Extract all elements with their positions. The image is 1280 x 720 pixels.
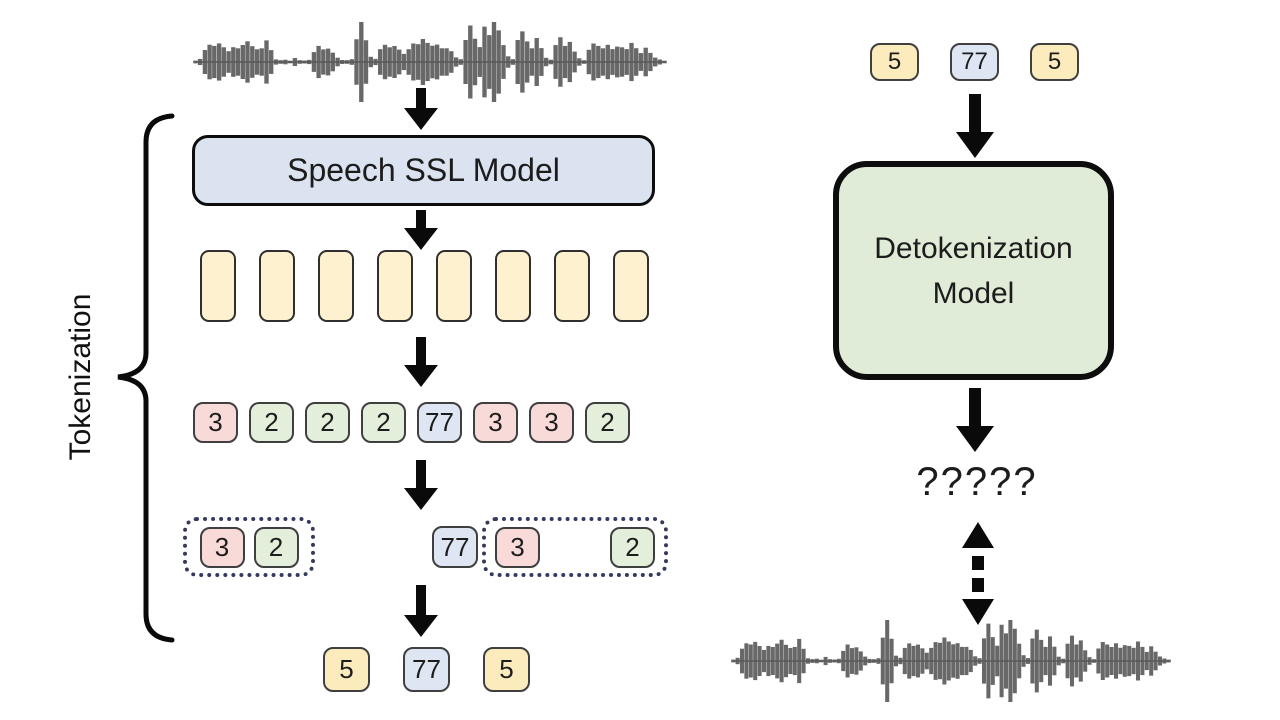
tokenization-label: Tokenization bbox=[64, 293, 97, 461]
output-waveform bbox=[731, 620, 1171, 702]
down-arrow-icon bbox=[403, 585, 439, 637]
token-3: 3 bbox=[529, 402, 574, 443]
embedding-cell bbox=[554, 250, 590, 322]
token-5: 5 bbox=[483, 647, 530, 692]
token-2: 2 bbox=[305, 402, 350, 443]
token-77: 77 bbox=[432, 526, 478, 568]
embedding-cell bbox=[495, 250, 531, 322]
token-3: 3 bbox=[193, 402, 238, 443]
token-2: 2 bbox=[253, 526, 299, 568]
token-5: 5 bbox=[1030, 43, 1079, 81]
token-2: 2 bbox=[249, 402, 294, 443]
embedding-cell bbox=[200, 250, 236, 322]
input-waveform bbox=[193, 22, 667, 102]
down-arrow-icon bbox=[403, 460, 439, 510]
detokenization-model-box: Detokenization Model bbox=[833, 161, 1114, 380]
embedding-cell bbox=[259, 250, 295, 322]
token-5: 5 bbox=[323, 647, 370, 692]
token-77: 77 bbox=[417, 402, 462, 443]
embedding-cell bbox=[613, 250, 649, 322]
merged-token-row: 5 77 5 bbox=[323, 647, 530, 692]
down-arrow-icon bbox=[403, 88, 439, 130]
embedding-cell bbox=[377, 250, 413, 322]
token-5: 5 bbox=[870, 43, 919, 81]
embedding-cell bbox=[436, 250, 472, 322]
token-3: 3 bbox=[199, 526, 245, 568]
speech-ssl-model-box: Speech SSL Model bbox=[192, 135, 655, 206]
token-2: 2 bbox=[585, 402, 630, 443]
tokenization-brace bbox=[117, 113, 175, 643]
down-arrow-icon bbox=[403, 210, 439, 250]
speech-ssl-model-label: Speech SSL Model bbox=[287, 152, 560, 188]
down-arrow-icon bbox=[955, 388, 995, 452]
embedding-row bbox=[200, 250, 649, 322]
token-77: 77 bbox=[403, 647, 450, 692]
unknown-output-text: ????? bbox=[916, 460, 1038, 504]
detokenization-model-label-line2: Model bbox=[932, 276, 1015, 310]
token-2: 2 bbox=[361, 402, 406, 443]
token-3: 3 bbox=[473, 402, 518, 443]
token-2: 2 bbox=[610, 526, 655, 568]
detokenization-model-label-line1: Detokenization bbox=[874, 231, 1073, 265]
down-arrow-icon bbox=[403, 337, 439, 387]
detok-input-token-row: 5 77 5 bbox=[870, 43, 1079, 81]
token-3: 3 bbox=[495, 526, 540, 568]
dashed-double-arrow-icon bbox=[958, 522, 998, 626]
embedding-cell bbox=[318, 250, 354, 322]
down-arrow-icon bbox=[955, 94, 995, 158]
token-77: 77 bbox=[950, 43, 999, 81]
